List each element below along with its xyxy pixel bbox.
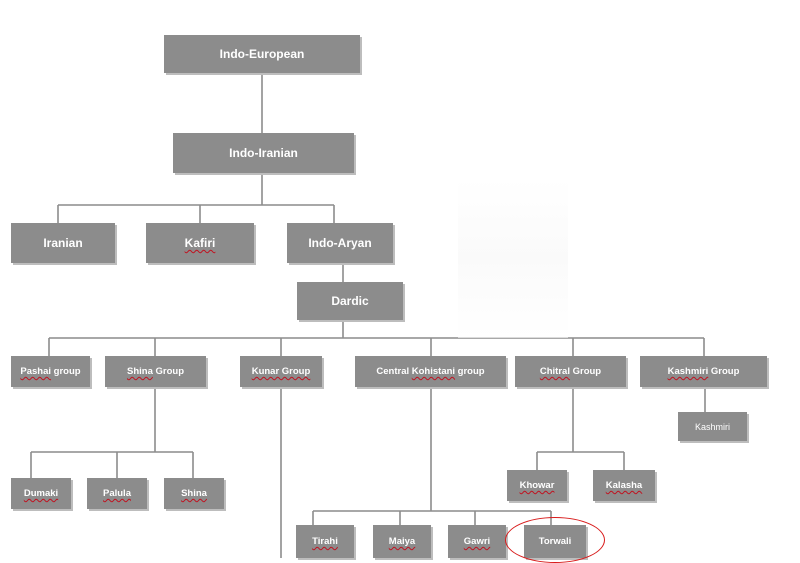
label-dumaki: Dumaki bbox=[23, 488, 59, 499]
label-kashmiri: Kashmiri bbox=[694, 421, 730, 432]
label-palula: Palula bbox=[103, 488, 131, 499]
node-gawri: Gawri bbox=[448, 525, 506, 558]
node-kashmiri: Kashmiri bbox=[678, 412, 747, 441]
label-maiya: Maiya bbox=[388, 536, 416, 547]
label-chitral-suffix: Group bbox=[569, 366, 602, 377]
label-iranian: Iranian bbox=[43, 236, 83, 250]
label-indo-european: Indo-European bbox=[219, 47, 305, 61]
node-shina: Shina bbox=[164, 478, 224, 509]
background-shading bbox=[458, 178, 568, 338]
node-kashmiri-group: Kashmiri Group bbox=[640, 356, 767, 387]
node-shina-group: Shina Group bbox=[105, 356, 206, 387]
node-indo-iranian: Indo-Iranian bbox=[173, 133, 354, 173]
label-dardic: Dardic bbox=[331, 294, 369, 308]
node-pashai-group: Pashai group bbox=[11, 356, 90, 387]
label-shina: Shina bbox=[181, 488, 207, 499]
node-khowar: Khowar bbox=[507, 470, 567, 501]
label-shina-group-suffix: Group bbox=[152, 366, 184, 377]
label-kafiri: Kafiri bbox=[184, 236, 216, 250]
torwali-highlight-circle bbox=[505, 517, 605, 563]
label-khowar: Khowar bbox=[519, 480, 555, 491]
label-pashai-suffix: group bbox=[51, 366, 81, 377]
node-indo-european: Indo-European bbox=[164, 35, 360, 73]
node-tirahi: Tirahi bbox=[296, 525, 354, 558]
label-chitral-name: Chitral bbox=[539, 366, 570, 377]
node-central-kohistani-group: Central Kohistani group bbox=[355, 356, 506, 387]
node-dardic: Dardic bbox=[297, 282, 403, 320]
node-dumaki: Dumaki bbox=[11, 478, 71, 509]
node-chitral-group: Chitral Group bbox=[515, 356, 626, 387]
node-maiya: Maiya bbox=[373, 525, 431, 558]
node-palula: Palula bbox=[87, 478, 147, 509]
label-shina-group-name: Shina bbox=[126, 366, 153, 377]
label-kashmiri-group-name: Kashmiri bbox=[667, 366, 709, 377]
label-kunar-group: Kunar Group bbox=[251, 366, 311, 377]
label-indo-iranian: Indo-Iranian bbox=[229, 146, 298, 160]
label-kashmiri-group-suffix: Group bbox=[708, 366, 740, 377]
label-indo-aryan: Indo-Aryan bbox=[308, 236, 372, 250]
label-pashai-name: Pashai bbox=[20, 366, 52, 377]
node-iranian: Iranian bbox=[11, 223, 115, 263]
label-kohistani-prefix: Central bbox=[376, 366, 412, 377]
node-kalasha: Kalasha bbox=[593, 470, 655, 501]
label-kohistani-name: Kohistani bbox=[411, 366, 456, 377]
label-kalasha: Kalasha bbox=[605, 480, 643, 491]
node-kunar-group: Kunar Group bbox=[240, 356, 322, 387]
node-indo-aryan: Indo-Aryan bbox=[287, 223, 393, 263]
label-kohistani-suffix: group bbox=[455, 366, 485, 377]
label-tirahi: Tirahi bbox=[312, 536, 338, 547]
node-kafiri: Kafiri bbox=[146, 223, 254, 263]
label-gawri: Gawri bbox=[463, 536, 491, 547]
